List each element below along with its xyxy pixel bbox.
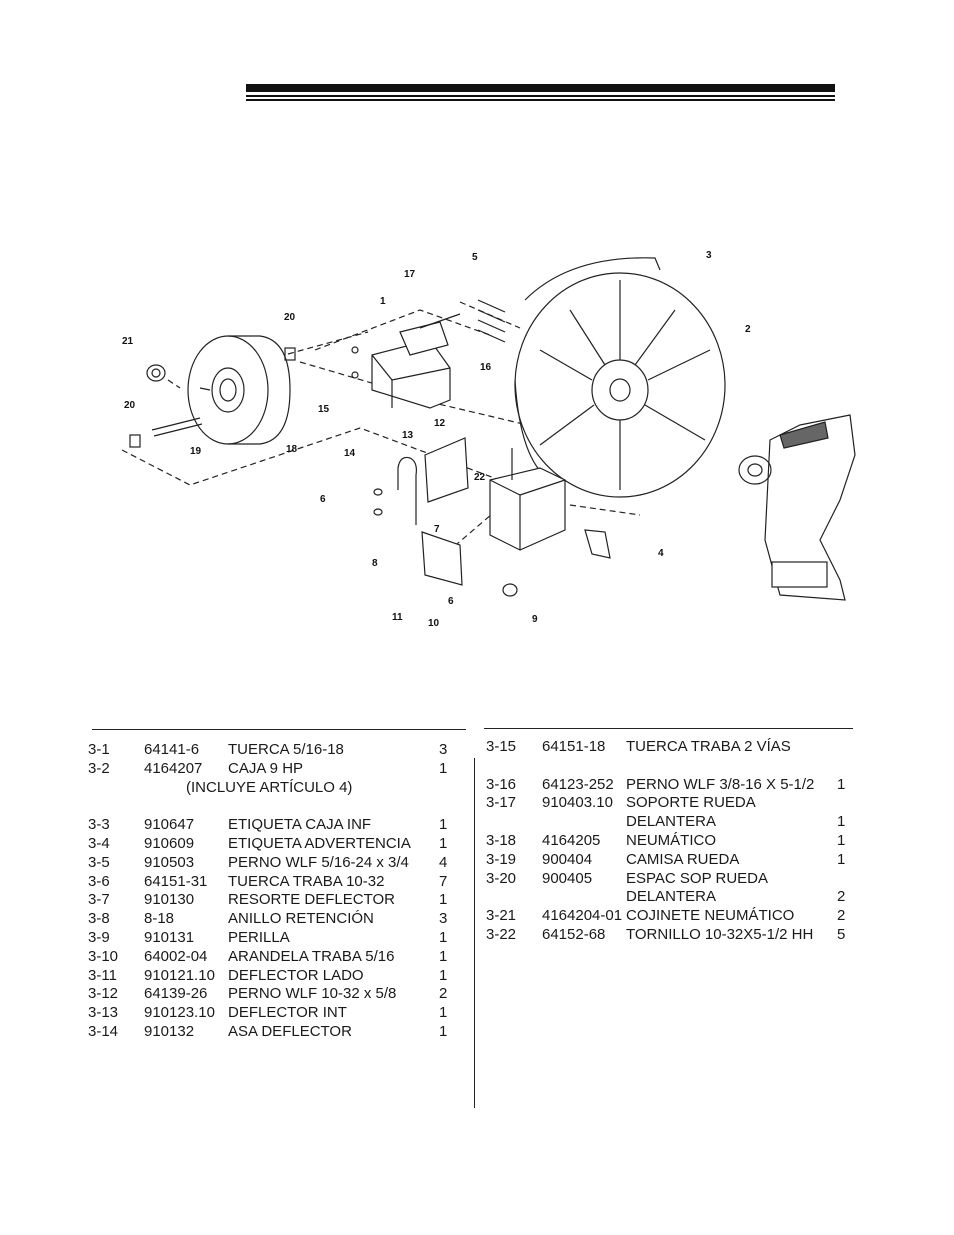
table-row: 3-20 900405 ESPAC SOP RUEDA [486,869,768,887]
table-row-note: (INCLUYE ARTÍCULO 4) [186,778,353,796]
table-row: 3-15 64151-18 TUERCA TRABA 2 VÍAS [486,738,791,755]
table-row: 3-7 910130 RESORTE DEFLECTOR 1 [88,891,448,909]
callout-13: 13 [402,430,414,441]
table-top-rule-left [92,729,466,730]
callout-18: 18 [286,444,298,455]
callout-6b: 6 [448,596,454,607]
callout-21: 21 [122,336,134,347]
callout-20b: 20 [124,400,136,411]
table-row: 3-17 910403.10 SOPORTE RUEDA [486,794,756,812]
callout-12: 12 [434,418,446,429]
header-bar-thin-2 [246,99,835,101]
table-row: 3-9 910131 PERILLA 1 [88,928,448,946]
table-row: 3-4 910609 ETIQUETA ADVERTENCIA 1 [88,834,448,852]
callout-10: 10 [428,618,440,629]
callout-labels: 1 2 3 4 5 6 6 7 8 9 10 11 12 13 14 15 16… [122,250,751,629]
callout-9: 9 [532,614,538,625]
callout-3: 3 [706,250,712,261]
table-row: 3-3 910647 ETIQUETA CAJA INF 1 [88,816,448,834]
callout-6a: 6 [320,494,326,505]
callout-4: 4 [658,548,664,559]
callout-19: 19 [190,446,202,457]
parts-list-left: 3-1 64141-6 TUERCA 5/16-18 3 3-2 4164207… [88,741,458,1042]
table-row: 3-5 910503 PERNO WLF 5/16-24 x 3/4 4 [88,853,448,871]
table-row: 3-16 64123-252 PERNO WLF 3/8-16 X 5-1/2 … [486,775,846,793]
parts-list-right: 3-15 64151-18 TUERCA TRABA 2 VÍAS 3-16 6… [486,738,851,945]
table-row: 3-13 910123.10 DEFLECTOR INT 1 [88,1004,448,1022]
table-row: 3-14 910132 ASA DEFLECTOR 1 [88,1022,448,1040]
callout-1: 1 [380,296,386,307]
header-rule [246,84,835,101]
callout-7: 7 [434,524,440,535]
table-row-continuation: DELANTERA 2 [626,888,846,906]
column-divider [474,758,475,1108]
callout-17: 17 [404,269,416,280]
header-bar-thin [246,95,835,97]
callout-5: 5 [472,252,478,263]
table-row: 3-18 4164205 NEUMÁTICO 1 [486,831,846,849]
table-row: 3-21 4164204-01 COJINETE NEUMÁTICO 2 [486,907,846,925]
table-row: 3-8 8-18 ANILLO RETENCIÓN 3 [88,910,448,928]
callout-8: 8 [372,558,378,569]
callout-22: 22 [474,472,486,483]
callout-15: 15 [318,404,330,415]
table-row: 3-2 4164207 CAJA 9 HP 1 [88,759,448,777]
table-row: 3-12 64139-26 PERNO WLF 10-32 x 5/8 2 [88,985,448,1003]
table-row: 3-11 910121.10 DEFLECTOR LADO 1 [88,966,448,984]
callout-14: 14 [344,448,356,459]
callout-11: 11 [392,612,403,623]
header-bar-thick [246,84,835,92]
table-row-continuation: DELANTERA 1 [626,813,846,831]
table-row: 3-6 64151-31 TUERCA TRABA 10-32 7 [88,872,448,890]
table-row: 3-19 900404 CAMISA RUEDA 1 [486,850,846,868]
table-top-rule-right [484,728,853,729]
table-row: 3-10 64002-04 ARANDELA TRABA 5/16 1 [88,947,448,965]
table-row: 3-1 64141-6 TUERCA 5/16-18 3 [88,741,448,758]
callout-2: 2 [745,324,751,335]
callout-16: 16 [480,362,492,373]
table-row: 3-22 64152-68 TORNILLO 10-32X5-1/2 HH 5 [486,925,846,943]
exploded-parts-diagram: 1 2 3 4 5 6 6 7 8 9 10 11 12 13 14 15 16… [121,250,856,629]
callout-20a: 20 [284,312,296,323]
